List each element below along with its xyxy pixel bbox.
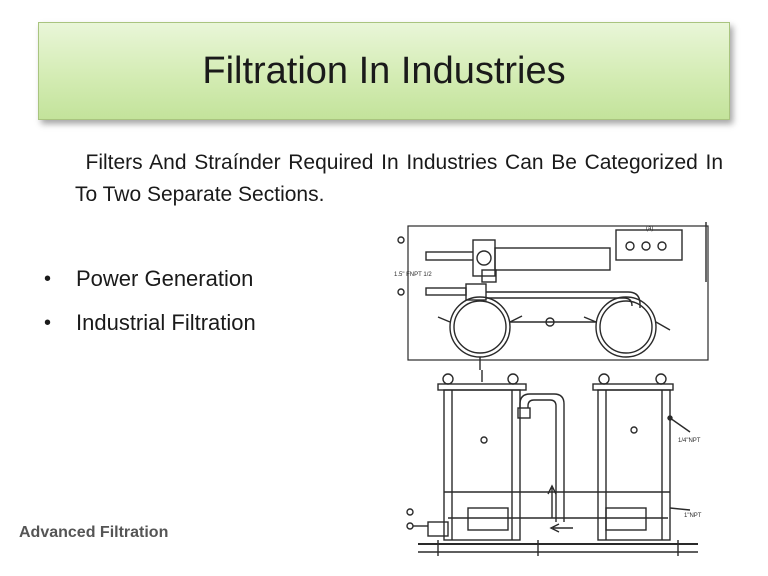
- bullet-label: Industrial Filtration: [76, 310, 256, 335]
- bullet-item-industrial-filtration: • Industrial Filtration: [44, 306, 256, 350]
- bullet-marker: •: [44, 312, 52, 334]
- label-fnpt: 1.5" FNPT 1/2: [394, 272, 432, 278]
- footer-brand: Advanced Filtration: [19, 524, 169, 541]
- bullet-label: Power Generation: [76, 266, 254, 291]
- label-bottom-npt: 1"NPT: [684, 513, 702, 519]
- title-box: Filtration In Industries: [38, 22, 730, 120]
- svg-text:(a): (a): [646, 226, 653, 232]
- intro-paragraph: Filters And Straínder Required In Indust…: [75, 151, 723, 206]
- slide-title: Filtration In Industries: [202, 49, 566, 92]
- top-view-drawing: (a) 1.5" FNPT 1/2: [394, 222, 709, 370]
- filter-system-diagram: (a) 1.5" FNPT 1/2: [394, 222, 709, 556]
- bullet-marker: •: [44, 268, 52, 290]
- label-side-npt: 1/4"NPT: [678, 438, 701, 444]
- bullet-item-power-generation: • Power Generation: [44, 262, 256, 306]
- bullet-list: • Power Generation • Industrial Filtrati…: [44, 262, 256, 350]
- elevation-view-drawing: 1/4"NPT 1"NPT: [406, 370, 702, 556]
